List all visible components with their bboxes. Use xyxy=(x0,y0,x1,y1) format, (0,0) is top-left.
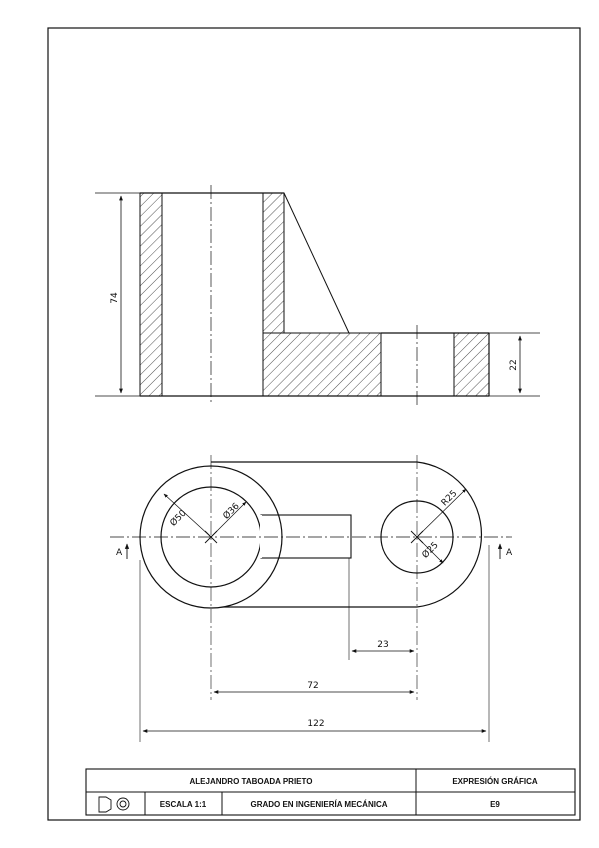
subject-name: EXPRESIÓN GRÁFICA xyxy=(452,777,538,786)
front-section-view: 74 22 xyxy=(95,185,540,405)
sheet-border xyxy=(47,27,581,821)
title-block: ALEJANDRO TABOADA PRIETO EXPRESIÓN GRÁFI… xyxy=(85,768,576,816)
hatch-right-wall xyxy=(262,192,285,334)
leader-d25 xyxy=(416,536,444,564)
outer-arc-right xyxy=(416,461,483,608)
hatch-left-wall xyxy=(139,192,163,397)
dim-text-74: 74 xyxy=(110,292,120,304)
top-view: A A Ø50 Ø36 R25 Ø25 23 72 122 xyxy=(110,455,513,742)
author-name: ALEJANDRO TABOADA PRIETO xyxy=(190,777,313,786)
leader-d36 xyxy=(210,501,247,538)
hatch-end-boss xyxy=(453,332,490,397)
degree-name: GRADO EN INGENIERÍA MECÁNICA xyxy=(250,800,387,809)
dim-text-22: 22 xyxy=(509,359,519,370)
section-mark-right: A xyxy=(506,548,513,558)
section-mark-left: A xyxy=(116,548,123,558)
projection-symbol-icon xyxy=(98,796,130,813)
sheet-id: E9 xyxy=(490,800,500,809)
dim-text-23: 23 xyxy=(377,640,388,650)
dim-text-122: 122 xyxy=(307,719,324,729)
scale-label: ESCALA 1:1 xyxy=(160,800,207,809)
dim-text-72: 72 xyxy=(307,681,318,691)
dim-text-r25: R25 xyxy=(440,489,460,509)
rib-line xyxy=(283,192,350,334)
hatch-arm xyxy=(262,332,382,397)
leader-r25 xyxy=(416,488,467,538)
leader-d50 xyxy=(163,493,212,538)
